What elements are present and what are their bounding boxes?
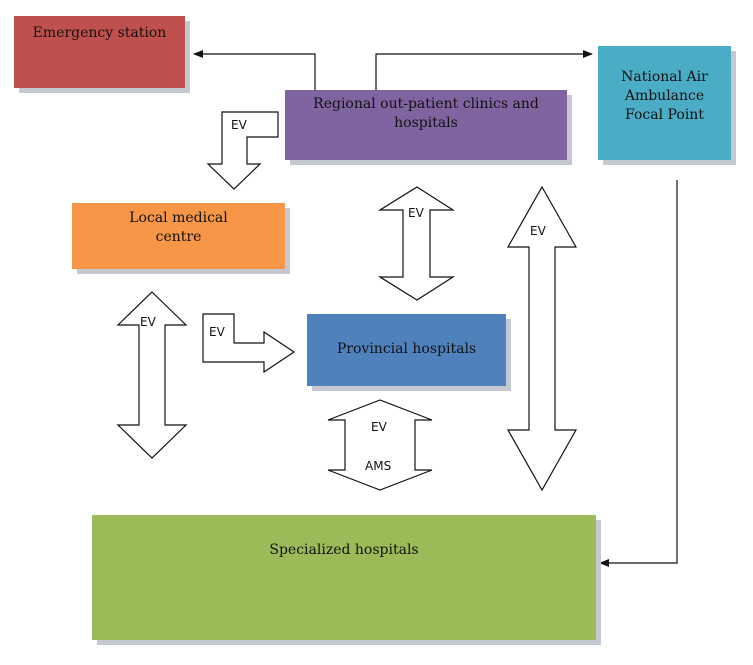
connector-regional-to-air-ambulance (375, 50, 593, 90)
node-label: Provincial hospitals (336, 341, 477, 357)
arrow-local-to-provincial: EV (202, 313, 296, 374)
arrow-label-ev: EV (408, 206, 425, 220)
arrow-local-specialized: EV (116, 291, 188, 459)
node-emergency-station: Emergency station (14, 16, 185, 88)
node-label: Regional out-patient clinics and hospita… (313, 96, 539, 131)
arrow-label-ev: EV (140, 315, 157, 329)
node-label: Emergency station (32, 25, 167, 41)
arrow-label-ams: AMS (365, 459, 391, 473)
node-air-ambulance-focal-point: National Air Ambulance Focal Point (598, 46, 731, 160)
arrow-label-ev: EV (231, 118, 248, 132)
connector-air-ambulance-to-specialized (599, 180, 678, 567)
node-label: National Air Ambulance Focal Point (621, 69, 708, 123)
arrow-regional-specialized: EV (506, 185, 578, 492)
arrow-regional-provincial: EV (377, 186, 456, 301)
arrow-provincial-specialized: EV AMS (327, 399, 433, 491)
arrow-regional-to-local: EV (206, 111, 279, 190)
node-label: Local medical centre (129, 210, 228, 245)
node-provincial-hospitals: Provincial hospitals (307, 314, 506, 386)
arrow-label-ev: EV (530, 224, 547, 238)
node-label: Specialized hospitals (269, 542, 419, 558)
connector-regional-to-emergency (193, 50, 316, 90)
arrow-label-ev: EV (209, 325, 226, 339)
node-regional-clinics: Regional out-patient clinics and hospita… (285, 90, 567, 160)
node-specialized-hospitals: Specialized hospitals (92, 515, 596, 640)
node-local-medical-centre: Local medical centre (72, 203, 285, 269)
arrow-label-ev: EV (371, 420, 388, 434)
